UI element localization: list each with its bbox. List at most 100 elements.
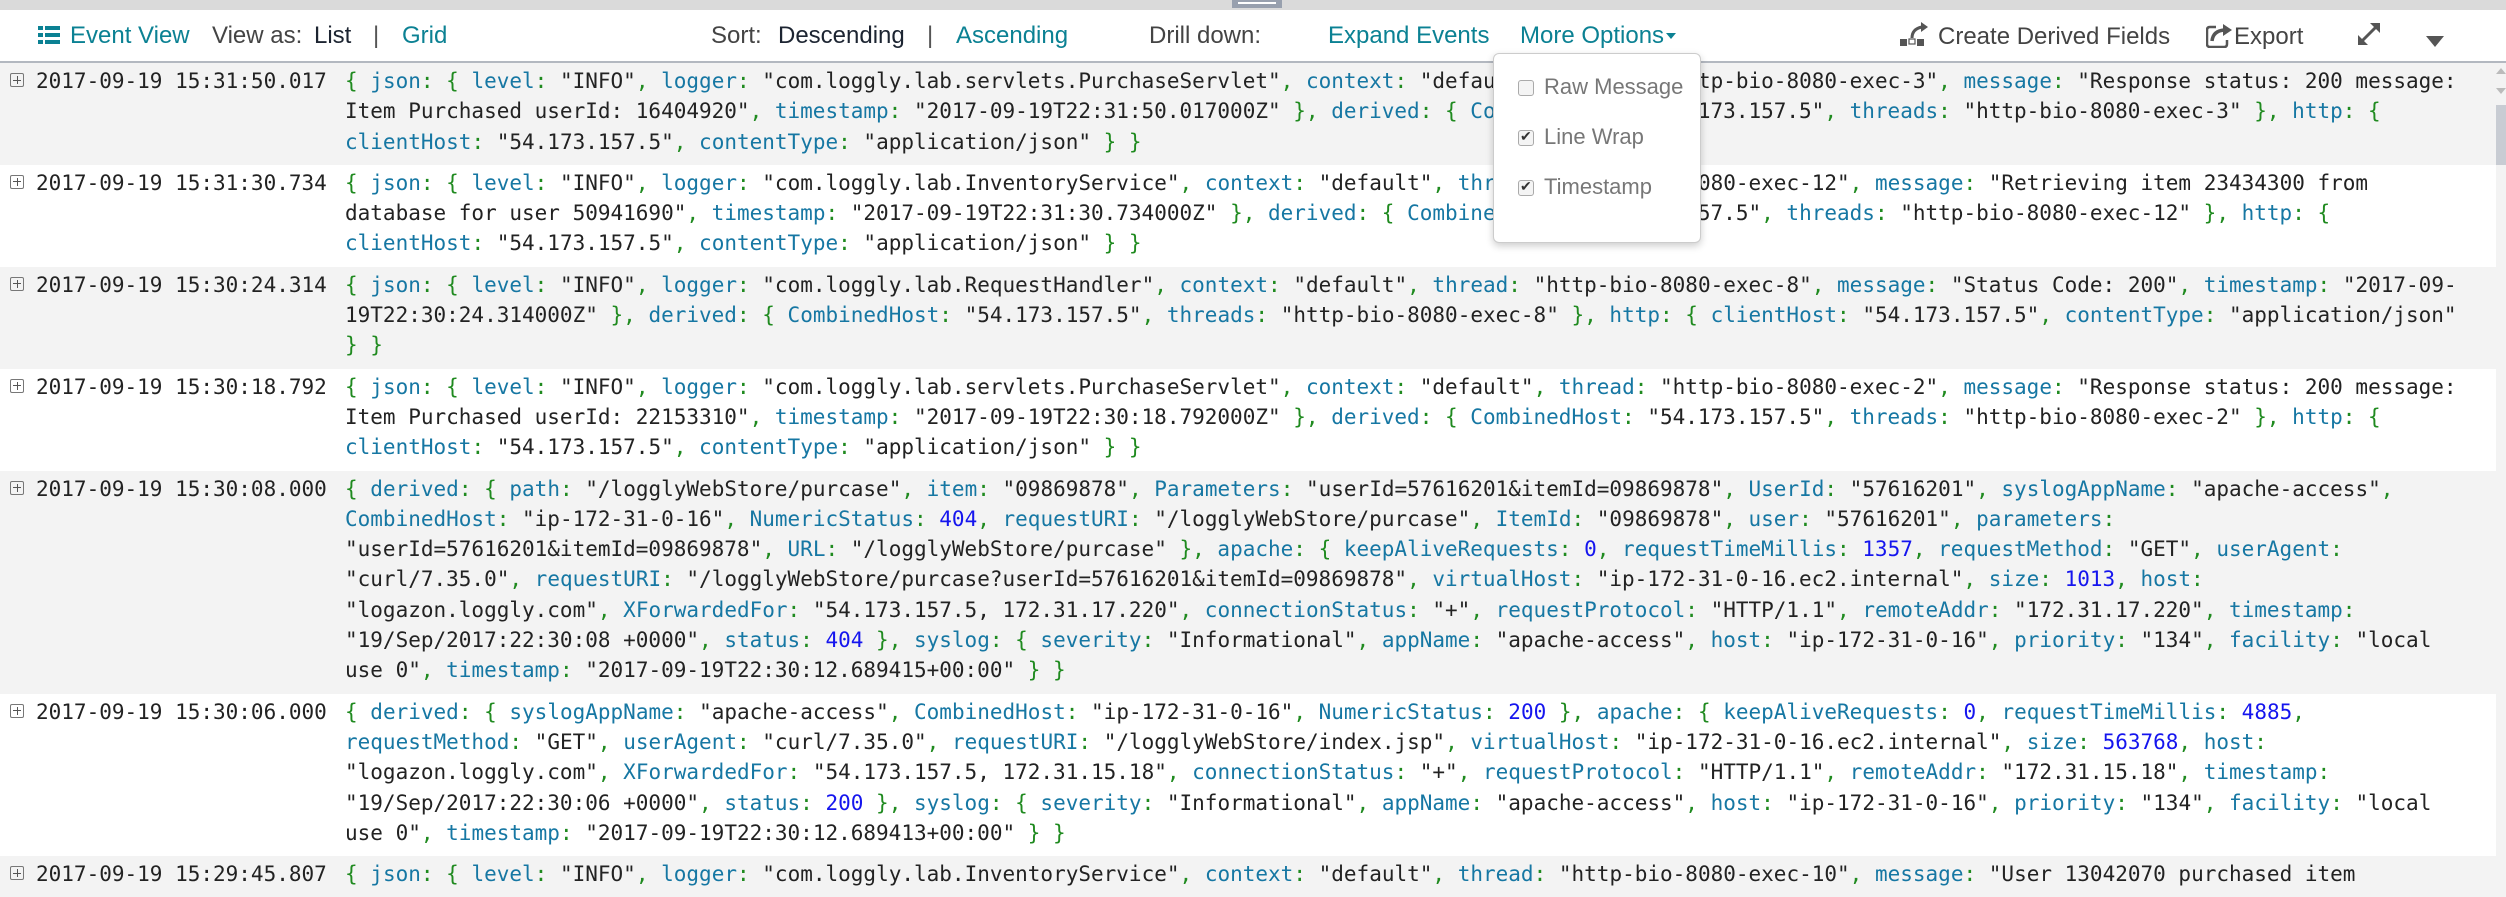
json-string: "apache-access" bbox=[2191, 476, 2381, 501]
menu-item-timestamp[interactable]: Timestamp bbox=[1518, 174, 1652, 200]
menu-item-line-wrap[interactable]: Line Wrap bbox=[1518, 124, 1644, 150]
event-row[interactable]: 2017-09-19 15:30:24.314{ json: { level: … bbox=[0, 266, 2496, 369]
json-punct: : bbox=[838, 435, 864, 460]
json-number: 563768 bbox=[2102, 729, 2179, 754]
json-punct: : { bbox=[420, 170, 472, 195]
vertical-scrollbar[interactable] bbox=[2496, 63, 2506, 878]
expand-plus-icon[interactable] bbox=[10, 703, 24, 718]
export-icon bbox=[2206, 24, 2232, 48]
json-punct: : bbox=[1141, 790, 1167, 815]
json-punct: , bbox=[1179, 597, 1205, 622]
expand-plus-icon[interactable] bbox=[10, 73, 24, 87]
line-wrap-checkbox[interactable] bbox=[1518, 128, 1534, 146]
json-key: priority bbox=[2014, 790, 2116, 815]
sort-ascending-option[interactable]: Ascending bbox=[956, 22, 1069, 49]
json-punct: : bbox=[825, 201, 851, 226]
json-string: "2017-09-19T22:30:18.792000Z" bbox=[913, 404, 1281, 429]
json-key: host bbox=[1710, 628, 1762, 653]
json-punct: : bbox=[1824, 476, 1850, 501]
triangle-down-icon bbox=[2426, 36, 2444, 47]
expand-plus-icon[interactable] bbox=[10, 174, 24, 189]
expand-plus-icon[interactable] bbox=[10, 276, 24, 291]
json-punct: : bbox=[2191, 567, 2217, 592]
event-view-tab[interactable]: Event View bbox=[38, 22, 190, 50]
expand-fullscreen-button[interactable] bbox=[2356, 21, 2382, 54]
json-key: facility bbox=[2229, 790, 2331, 815]
json-string: "Response status: 200 message: Item Purc… bbox=[345, 374, 2470, 429]
json-punct: , bbox=[2380, 476, 2407, 501]
json-punct: : bbox=[2102, 537, 2128, 562]
view-grid-option[interactable]: Grid bbox=[402, 22, 448, 49]
resize-drag-handle[interactable] bbox=[1232, 0, 1282, 8]
json-punct: , bbox=[635, 272, 662, 297]
event-row[interactable]: 2017-09-19 15:31:50.017{ json: { level: … bbox=[0, 63, 2496, 165]
json-key: context bbox=[1204, 170, 1294, 195]
menu-item-raw-message[interactable]: Raw Message bbox=[1518, 74, 1683, 100]
json-punct: , bbox=[1976, 699, 2002, 724]
expand-events-link[interactable]: Expand Events bbox=[1328, 22, 1490, 49]
json-string: "54.173.157.5" bbox=[496, 129, 674, 154]
event-row[interactable]: 2017-09-19 15:31:30.734{ json: { level: … bbox=[0, 164, 2496, 267]
json-punct: , bbox=[901, 476, 927, 501]
json-key: message bbox=[1874, 170, 1964, 195]
export-button[interactable]: Export bbox=[2206, 22, 2303, 51]
json-punct: : bbox=[2051, 69, 2078, 93]
sort-descending-option[interactable]: Descending bbox=[778, 22, 905, 49]
event-view-label: Event View bbox=[70, 22, 190, 49]
json-punct: : bbox=[736, 374, 763, 399]
json-key: json bbox=[370, 170, 421, 195]
json-key: logger bbox=[661, 374, 737, 399]
json-key: priority bbox=[2014, 628, 2116, 653]
json-string: "default" bbox=[1293, 272, 1408, 297]
json-punct: : { bbox=[1419, 404, 1471, 429]
json-punct: }, bbox=[597, 303, 649, 328]
json-punct: , bbox=[1445, 729, 1471, 754]
expand-plus-icon[interactable] bbox=[10, 480, 24, 495]
json-punct: , bbox=[1824, 99, 1850, 124]
json-string: "application/json" bbox=[863, 231, 1091, 256]
json-punct: : { bbox=[420, 272, 472, 297]
json-key: http bbox=[2292, 99, 2343, 124]
collapse-panel-button[interactable] bbox=[2426, 26, 2444, 54]
expand-plus-icon[interactable] bbox=[10, 866, 24, 881]
json-key: XForwardedFor bbox=[623, 760, 788, 785]
create-derived-fields-button[interactable]: Create Derived Fields bbox=[1900, 22, 2170, 51]
json-key: XForwardedFor bbox=[623, 597, 788, 622]
event-row[interactable]: 2017-09-19 15:30:06.000{ derived: { sysl… bbox=[0, 693, 2496, 857]
expand-plus-icon[interactable] bbox=[10, 378, 24, 393]
json-punct: : { bbox=[989, 628, 1041, 653]
json-punct: : bbox=[2039, 567, 2065, 592]
raw-message-checkbox[interactable] bbox=[1518, 80, 1534, 96]
json-punct: : bbox=[2254, 729, 2280, 754]
json-string: "User 13042070 purchased item bbox=[1988, 862, 2356, 887]
json-string: "http-bio-8080-exec-12" bbox=[1900, 201, 2192, 226]
json-string: "logazon.loggly.com" bbox=[345, 760, 598, 785]
json-punct: }, bbox=[2241, 404, 2293, 429]
json-punct: : bbox=[1255, 303, 1281, 328]
json-key: message bbox=[1963, 374, 2052, 399]
event-timestamp: 2017-09-19 15:30:06.000 bbox=[36, 699, 327, 724]
json-string: "172.31.17.220" bbox=[2014, 597, 2204, 622]
timestamp-checkbox[interactable] bbox=[1518, 178, 1534, 196]
json-punct: : bbox=[661, 567, 687, 592]
more-options-dropdown[interactable]: More Options bbox=[1520, 22, 1677, 50]
scroll-down-arrow-icon[interactable] bbox=[2496, 88, 2506, 94]
event-row[interactable]: 2017-09-19 15:29:45.807{ json: { level: … bbox=[0, 856, 2496, 897]
json-punct: : bbox=[736, 272, 763, 297]
json-string: "/logglyWebStore/purcase?userId=57616201… bbox=[686, 567, 1408, 592]
json-string: "Response status: 200 message: Item Purc… bbox=[345, 69, 2470, 124]
event-row[interactable]: 2017-09-19 15:30:18.792{ json: { level: … bbox=[0, 368, 2496, 471]
event-row[interactable]: 2017-09-19 15:30:08.000{ derived: { path… bbox=[0, 470, 2496, 694]
json-string: "default" bbox=[1419, 374, 1534, 399]
json-punct: : { bbox=[989, 790, 1041, 815]
scrollbar-thumb[interactable] bbox=[2496, 105, 2506, 165]
json-key: host bbox=[2140, 567, 2192, 592]
json-punct: , bbox=[1849, 170, 1875, 195]
scroll-up-arrow-icon[interactable] bbox=[2496, 68, 2506, 74]
json-key: context bbox=[1179, 272, 1269, 297]
view-list-option[interactable]: List bbox=[314, 22, 352, 49]
json-string: "ip-172-31-0-16" bbox=[1786, 790, 1989, 815]
json-string: "134" bbox=[2140, 628, 2204, 653]
derived-fields-icon bbox=[1900, 22, 1928, 46]
json-string: "default" bbox=[1318, 170, 1433, 195]
